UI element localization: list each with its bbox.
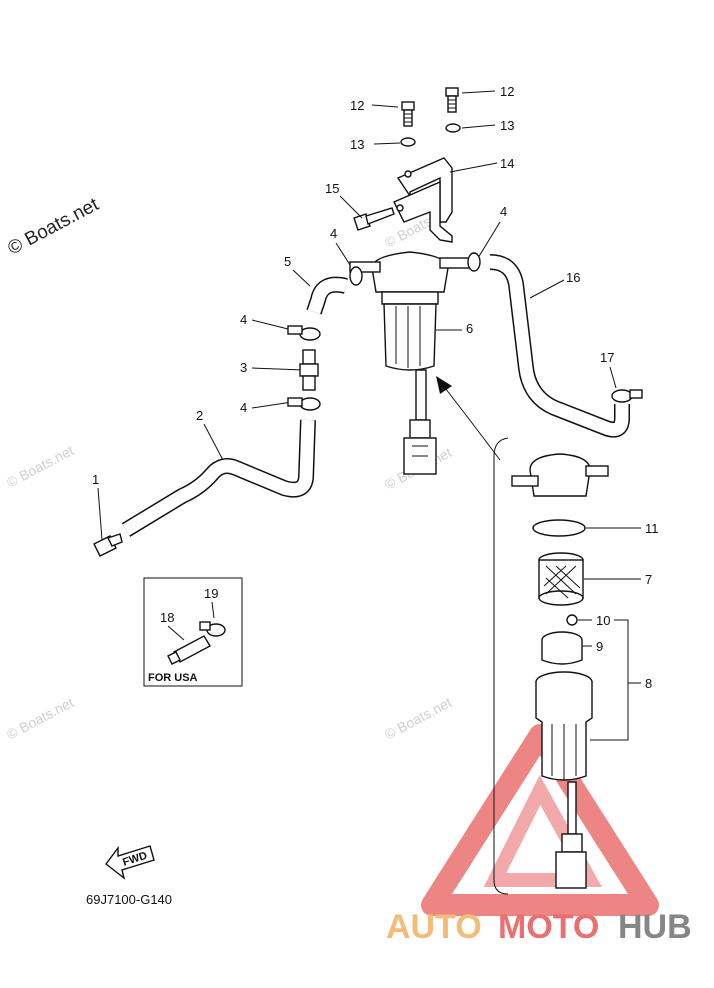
callout-9: 9 <box>596 639 603 654</box>
callout-15: 15 <box>325 181 339 196</box>
explode-arrow <box>436 376 509 895</box>
part-hose-2 <box>121 419 316 537</box>
part-clamp-4-top-left <box>349 266 363 286</box>
callout-18: 18 <box>160 610 174 625</box>
callouts: 12 12 13 13 14 15 4 4 5 16 6 4 3 4 17 2 … <box>92 84 659 741</box>
callout-8: 8 <box>645 676 652 691</box>
callout-13-left: 13 <box>350 137 364 152</box>
callout-19: 19 <box>204 586 218 601</box>
fwd-arrow: FWD <box>105 845 155 880</box>
brand-moto: MOTO <box>498 908 599 946</box>
part-hose-5 <box>306 276 348 315</box>
part-clamp-4-top-right <box>467 252 481 272</box>
watermark-1: © Boats.net <box>4 442 76 491</box>
part-element-7 <box>538 552 584 606</box>
callout-2: 2 <box>196 408 203 423</box>
part-joint-3 <box>299 349 319 391</box>
for-usa-label: FOR USA <box>148 672 198 684</box>
callout-17: 17 <box>600 350 614 365</box>
part-bracket-14 <box>393 157 453 243</box>
callout-4-top-right: 4 <box>500 204 507 219</box>
part-hose-16 <box>489 254 630 438</box>
part-clamp-4-mid-upper <box>287 325 321 341</box>
part-cup-8 <box>535 671 593 889</box>
callout-12-left: 12 <box>350 98 364 113</box>
for-usa-box: 19 18 FOR USA <box>143 577 243 687</box>
part-clamp-4-mid-lower <box>287 397 321 411</box>
callout-14: 14 <box>500 156 514 171</box>
callout-3: 3 <box>240 360 247 375</box>
brand-logo: AUTO MOTO HUB <box>386 724 692 946</box>
part-plug-1 <box>93 533 123 557</box>
callout-4-top-left: 4 <box>330 226 337 241</box>
copyright-text: © Boats.net <box>4 194 102 260</box>
callout-5: 5 <box>284 254 291 269</box>
watermark-4: © Boats.net <box>382 694 454 743</box>
part-float-9 <box>541 631 583 665</box>
part-washer-13-left <box>400 137 416 147</box>
callout-6: 6 <box>466 321 473 336</box>
part-bolt-12-left <box>401 101 415 127</box>
callout-10: 10 <box>596 613 610 628</box>
part-bolt-15 <box>353 207 395 231</box>
part-washer-13-right <box>445 123 461 133</box>
diagram-code: 69J7100-G140 <box>86 892 172 907</box>
part-clamp-17 <box>611 389 643 403</box>
callout-11: 11 <box>645 521 659 536</box>
callout-7: 7 <box>645 572 652 587</box>
part-filter-cap <box>511 453 609 497</box>
callout-13-right: 13 <box>500 118 514 133</box>
part-o-ring-11 <box>532 519 586 537</box>
watermark-3: © Boats.net <box>4 694 76 743</box>
callout-4-mid-lower: 4 <box>240 400 247 415</box>
part-clip-10 <box>566 614 578 626</box>
brand-hub: HUB <box>618 908 692 946</box>
brand-auto: AUTO <box>386 908 482 946</box>
callout-12-right: 12 <box>500 84 514 99</box>
part-fuel-filter-6 <box>349 251 471 475</box>
part-bolt-12-right <box>445 87 459 113</box>
part-joint-18 <box>167 635 211 665</box>
callout-4-mid-upper: 4 <box>240 312 247 327</box>
callout-16: 16 <box>566 270 580 285</box>
part-clamp-19 <box>199 621 226 637</box>
callout-1: 1 <box>92 472 99 487</box>
